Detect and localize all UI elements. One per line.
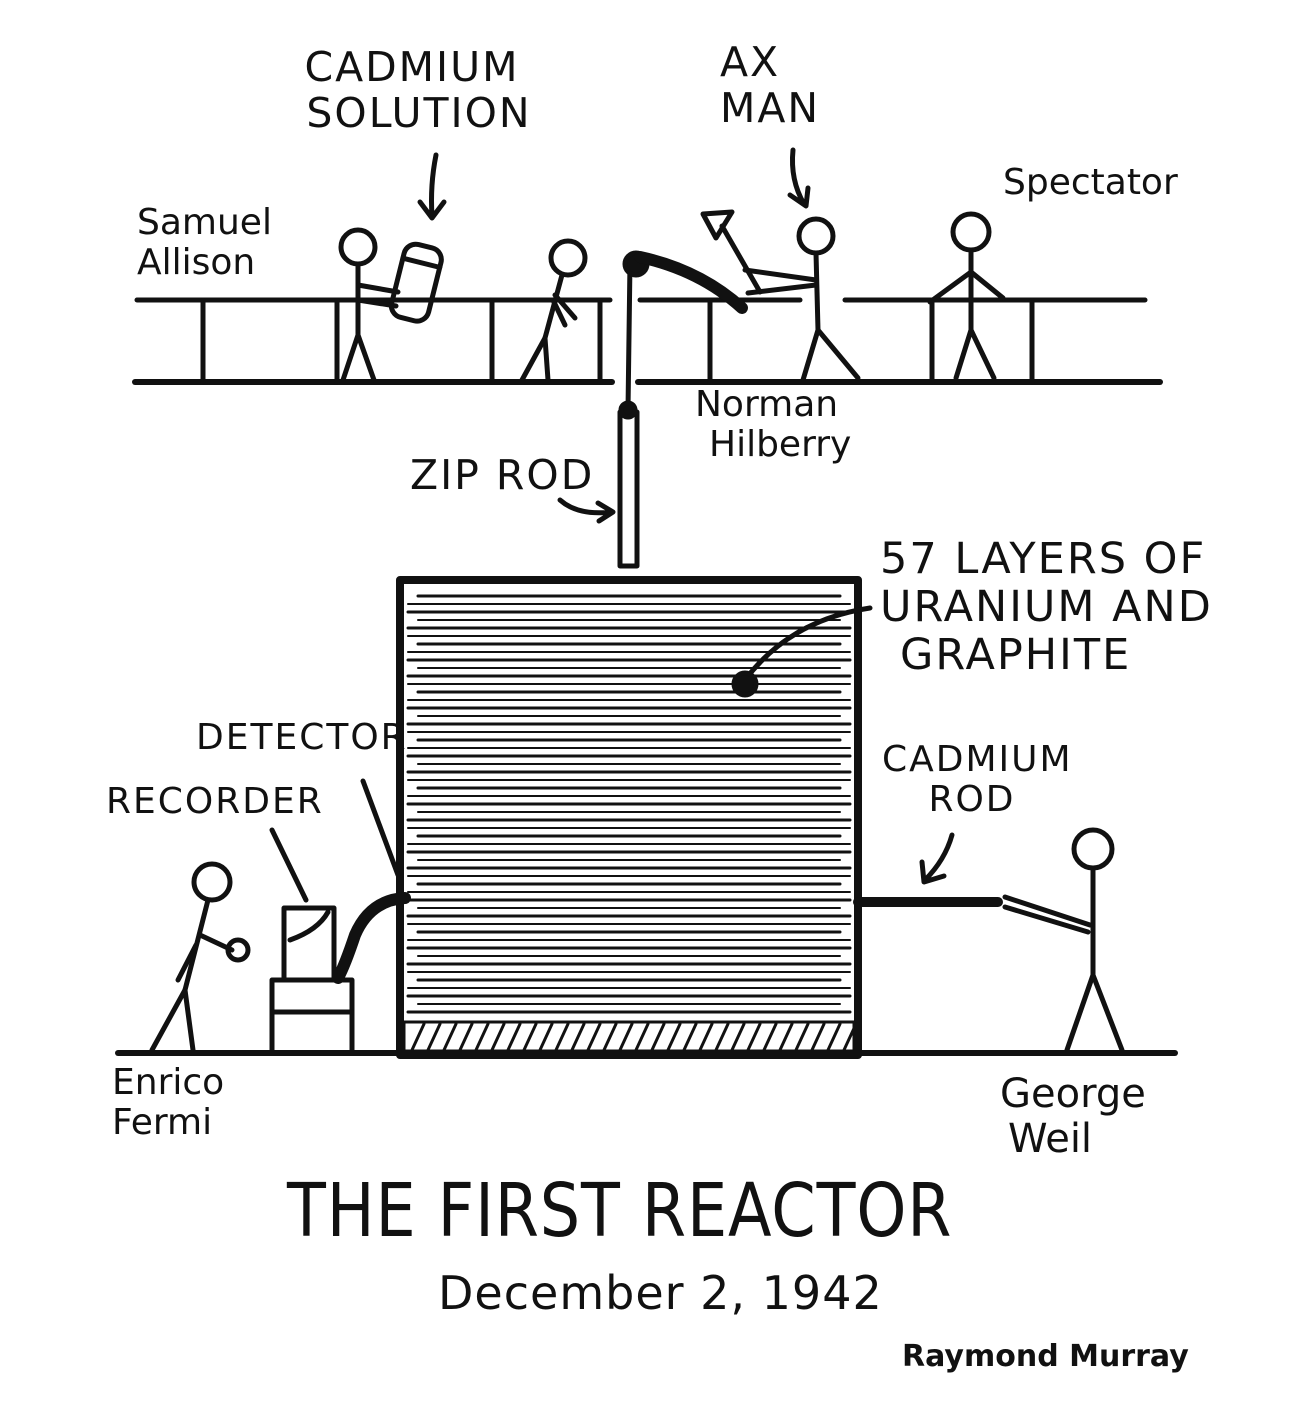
label-ax-man: AX MAN [720, 38, 821, 132]
pile-base-hatch [810, 1022, 826, 1052]
pile-base-hatch [762, 1022, 778, 1052]
pile-base-hatch [634, 1022, 650, 1052]
label-layers-line2: URANIUM AND [880, 582, 1213, 633]
label-cadmium-rod-line1: CADMIUM [882, 739, 1073, 780]
page-title: THE FIRST REACTOR [287, 1168, 953, 1254]
arrow-to-zip-rod [557, 497, 616, 524]
pile-base-hatch [778, 1022, 794, 1052]
label-norman-hilberry: Norman Hilberry [695, 384, 852, 466]
cadmium-solution-bucket [388, 241, 444, 324]
pile-base-hatch [730, 1022, 746, 1052]
pile-base-hatch [474, 1022, 490, 1052]
rope-and-pulley [622, 250, 748, 413]
george-weil-figure [1064, 827, 1125, 1053]
label-enrico-fermi-line2: Fermi [112, 1102, 213, 1144]
label-layers-line1: 57 LAYERS OF [880, 534, 1207, 584]
label-spectator: Spectator [1003, 162, 1178, 203]
label-enrico-fermi: Enrico Fermi [112, 1062, 225, 1144]
pile-base-hatch [618, 1022, 634, 1052]
label-recorder: RECORDER [106, 781, 324, 822]
balcony [132, 297, 1163, 385]
label-norman-hilberry-line1: Norman [695, 384, 839, 425]
arrow-to-bucket [417, 152, 447, 221]
label-george-weil-line2: Weil [1008, 1115, 1093, 1162]
label-cadmium-rod: CADMIUM ROD [882, 739, 1073, 821]
label-cadmium-solution: CADMIUM SOLUTION [282, 43, 542, 137]
label-samuel-allison: Samuel Allison [137, 202, 272, 284]
label-norman-hilberry-line2: Hilberry [709, 424, 852, 466]
label-ax-man-line1: AX [720, 38, 781, 86]
balcony-figure-middle [519, 238, 588, 383]
label-layers: 57 LAYERS OF URANIUM AND GRAPHITE [880, 534, 1213, 681]
enrico-fermi-figure [149, 861, 251, 1053]
recorder-pointer [269, 827, 309, 903]
label-cadmium-rod-line2: ROD [928, 779, 1016, 821]
pile-base-hatch [698, 1022, 714, 1052]
label-cadmium-solution-line2: SOLUTION [306, 88, 532, 137]
pile-base-hatch [586, 1022, 602, 1052]
pile-base-hatch [650, 1022, 666, 1052]
detector-pointer [360, 778, 401, 878]
ax [700, 209, 763, 295]
pile-base-hatch [410, 1022, 426, 1052]
pile-base-hatch [794, 1022, 810, 1052]
pile-base-hatch [602, 1022, 618, 1052]
pile-base-hatch [506, 1022, 522, 1052]
label-layers-line3: GRAPHITE [900, 630, 1132, 681]
arrow-to-cadmium-rod [919, 832, 955, 885]
cadmium-rod [853, 894, 1093, 935]
label-detector: DETECTOR [196, 717, 408, 758]
pile-base-hatch [538, 1022, 554, 1052]
pile-base-hatch [714, 1022, 730, 1052]
page-date: December 2, 1942 [438, 1266, 883, 1320]
artist-signature: Raymond Murray [902, 1339, 1189, 1374]
pile-base-hatch [842, 1022, 858, 1052]
detector-cable [332, 892, 411, 984]
label-zip-rod: ZIP ROD [410, 451, 595, 499]
pile-base-hatch [826, 1022, 842, 1052]
pile-base-hatch [458, 1022, 474, 1052]
reactor-pile [396, 576, 862, 1059]
zip-rod [617, 400, 640, 569]
label-samuel-allison-line2: Allison [137, 242, 256, 284]
pile-base-hatch [442, 1022, 458, 1052]
pile-base-hatch [682, 1022, 698, 1052]
pile-base-hatch [666, 1022, 682, 1052]
pile-base-hatch [522, 1022, 538, 1052]
pile-base-hatch [554, 1022, 570, 1052]
pile-base-hatch [570, 1022, 586, 1052]
spectator-figure [927, 211, 1006, 381]
layers-pointer-dot [731, 670, 759, 698]
label-george-weil-line1: George [1000, 1071, 1146, 1117]
arrow-to-ax-man [787, 147, 811, 209]
label-cadmium-solution-line1: CADMIUM [304, 43, 520, 91]
label-ax-man-line2: MAN [720, 83, 821, 132]
label-george-weil: George Weil [1000, 1072, 1146, 1162]
label-samuel-allison-line1: Samuel [137, 202, 272, 243]
pile-base-hatch [746, 1022, 762, 1052]
pile-base-hatch [490, 1022, 506, 1052]
recorder-box [269, 905, 355, 1056]
label-enrico-fermi-line1: Enrico [112, 1062, 225, 1103]
pile-base-hatch [426, 1022, 442, 1052]
layers-pointer [742, 605, 873, 683]
